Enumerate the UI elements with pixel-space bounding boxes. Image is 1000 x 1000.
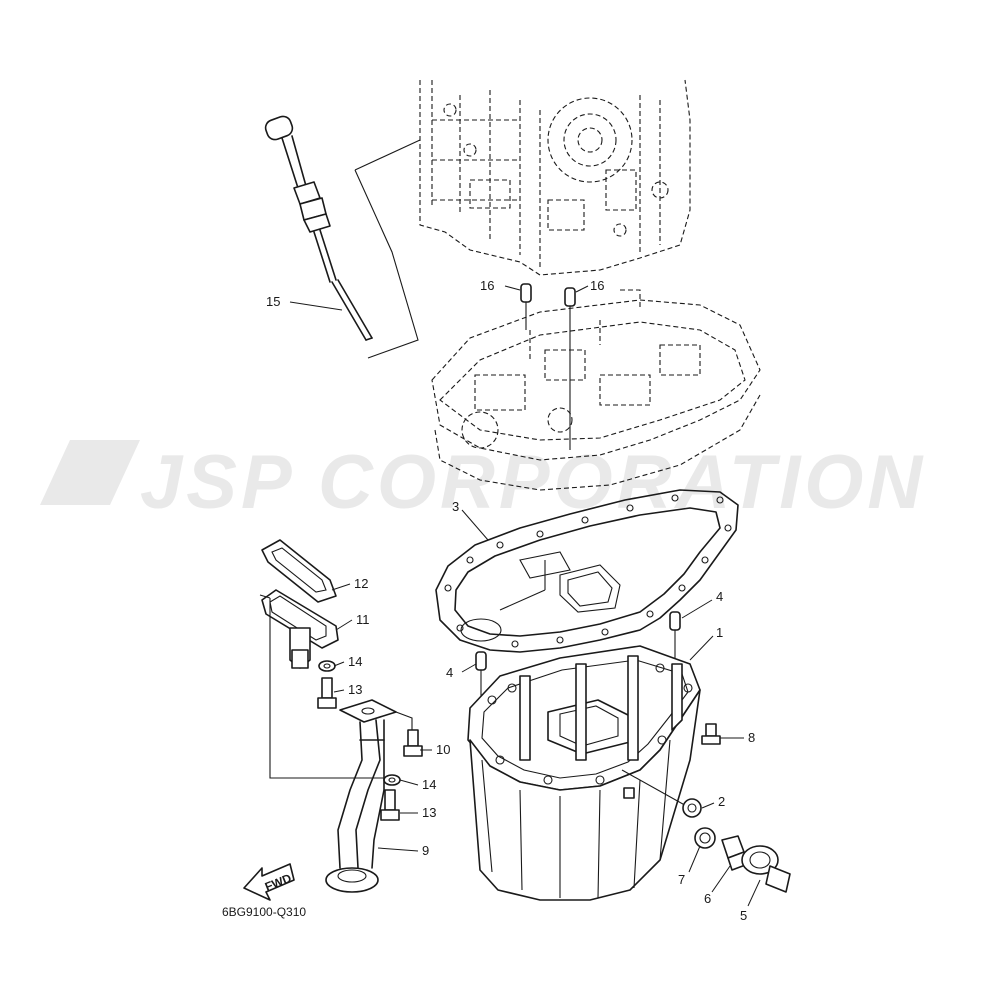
part-1-oil-pan xyxy=(467,645,701,901)
callout-14a: 14 xyxy=(348,654,362,669)
part-8-bolt xyxy=(701,723,721,745)
fwd-arrow: FWD xyxy=(243,863,295,901)
exhaust-guide-context xyxy=(431,289,761,491)
callout-6: 6 xyxy=(704,891,711,906)
callout-4b: 4 xyxy=(716,589,723,604)
watermark-logo-mark xyxy=(40,440,140,505)
callout-10: 10 xyxy=(436,742,450,757)
part-12-gasket xyxy=(261,539,337,603)
callout-labels: 15 16 16 3 12 11 14 13 10 14 13 9 4 4 1 … xyxy=(266,278,755,923)
callout-2: 2 xyxy=(718,794,725,809)
callout-5: 5 xyxy=(740,908,747,923)
part-3-gasket xyxy=(435,489,739,653)
part-13-bolts xyxy=(317,677,400,821)
callout-15: 15 xyxy=(266,294,280,309)
callout-12: 12 xyxy=(354,576,368,591)
part-16-dowel-pins xyxy=(520,283,576,450)
part-15-dipstick xyxy=(264,115,373,341)
drawing-code: 6BG9100-Q310 xyxy=(222,905,306,919)
part-2-drain-plug xyxy=(621,769,702,818)
callout-8: 8 xyxy=(748,730,755,745)
engine-block-context xyxy=(419,79,691,276)
part-14-washers xyxy=(318,660,401,786)
watermark: JSP CORPORATION xyxy=(40,440,926,525)
part-5-cap xyxy=(741,845,791,893)
callout-11: 11 xyxy=(356,612,370,627)
callout-3: 3 xyxy=(452,499,459,514)
callout-1: 1 xyxy=(716,625,723,640)
callout-13b: 13 xyxy=(422,805,436,820)
leader-lines xyxy=(289,285,761,907)
callout-7: 7 xyxy=(678,872,685,887)
callout-13a: 13 xyxy=(348,682,362,697)
watermark-text: JSP CORPORATION xyxy=(140,440,926,525)
part-11-strainer-housing xyxy=(261,589,339,669)
callout-4a: 4 xyxy=(446,665,453,680)
callout-16b: 16 xyxy=(590,278,604,293)
part-7-washer xyxy=(694,827,716,849)
part-10-bolt xyxy=(403,729,423,757)
callout-16a: 16 xyxy=(480,278,494,293)
callout-14b: 14 xyxy=(422,777,436,792)
part-9-oil-strainer xyxy=(325,699,413,893)
callout-9: 9 xyxy=(422,843,429,858)
